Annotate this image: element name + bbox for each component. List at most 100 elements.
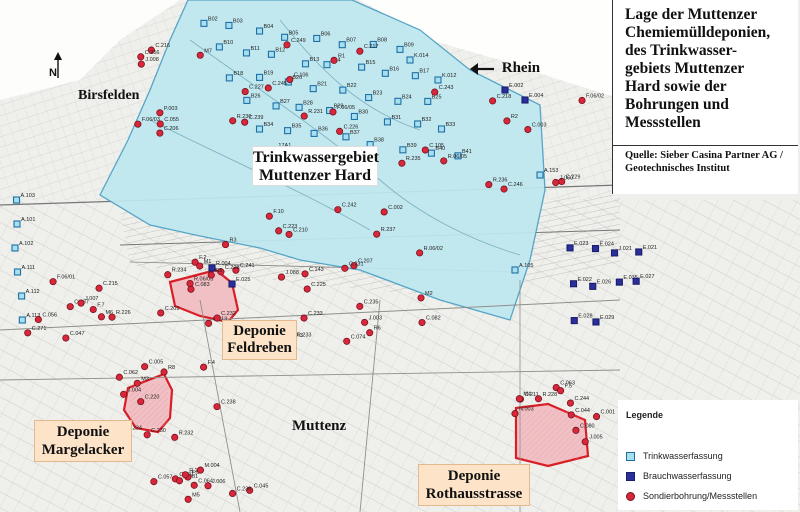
- drinking-water-well: [427, 149, 435, 157]
- measure-point: [300, 112, 308, 120]
- station-label: E.022: [578, 277, 592, 283]
- station-label: C.045: [254, 483, 269, 489]
- industrial-water-well: [589, 282, 597, 290]
- north-label: N: [49, 67, 57, 79]
- measure-point: [489, 97, 497, 105]
- station-label: R.004: [216, 261, 231, 267]
- station-label: B29: [334, 104, 344, 110]
- measure-point: [175, 477, 184, 485]
- measure-point: [156, 120, 164, 128]
- cyan-square-icon: [626, 451, 635, 461]
- measure-point: [191, 258, 199, 266]
- station-label: C.055: [164, 117, 179, 123]
- marker-layer: B02B03B04B05B06B07B08B09B10B11B12B13B14B…: [11, 16, 657, 503]
- deponie-rothausstrasse-hatch: [520, 410, 584, 460]
- station-label: C.056: [42, 312, 57, 318]
- rhein-label: Rhein: [470, 60, 540, 77]
- measure-point: [380, 208, 388, 216]
- station-label: E.025: [236, 277, 250, 283]
- measure-point: [147, 46, 155, 54]
- measure-point: [77, 299, 85, 307]
- station-label: E.035: [623, 275, 637, 281]
- station-label: F.06/03: [142, 117, 160, 123]
- station-label: C.235: [364, 299, 379, 305]
- drinking-water-well: [454, 152, 462, 160]
- measure-point: [186, 279, 194, 288]
- station-label: C.105: [429, 143, 444, 149]
- measure-point: [97, 313, 105, 321]
- measure-point: [164, 271, 172, 279]
- measure-point: [286, 75, 294, 84]
- source-line: Quelle: Sieber Casina Partner AG /: [625, 150, 783, 161]
- measure-point: [133, 379, 141, 387]
- title-line: gebiets Muttenzer: [625, 60, 745, 77]
- title-line: Hard sowie der: [625, 78, 727, 95]
- drinking-water-well: [295, 103, 303, 111]
- station-label: C.246: [508, 182, 523, 188]
- station-label: E.028: [578, 314, 592, 320]
- station-label: E.026: [597, 279, 611, 285]
- station-label: B04: [264, 24, 274, 30]
- measure-point: [171, 433, 179, 441]
- drinking-water-well: [255, 27, 264, 35]
- measure-point: [229, 117, 237, 125]
- measure-point: [373, 230, 381, 238]
- measure-point: [300, 314, 308, 322]
- measure-point: [187, 285, 195, 293]
- station-label: C.074: [351, 334, 366, 340]
- drinking-water-well: [255, 125, 264, 133]
- station-label: R.235: [406, 156, 421, 162]
- measure-point: [440, 157, 448, 165]
- drinking-water-well: [381, 69, 389, 77]
- measure-point: [196, 51, 204, 59]
- drinking-water-well: [383, 118, 391, 126]
- station-label: A.111: [22, 265, 36, 271]
- station-label: B26: [251, 93, 261, 99]
- station-label: B05: [289, 30, 299, 36]
- industrial-water-well: [569, 280, 578, 288]
- station-label: M5: [192, 492, 200, 498]
- legend-label: Trinkwasserfassung: [643, 451, 723, 461]
- measure-point: [511, 410, 519, 418]
- station-label: R6: [374, 326, 381, 332]
- measure-point: [160, 368, 168, 376]
- legend-item-brauchwasser: Brauchwasserfassung: [626, 470, 732, 482]
- measure-point: [303, 285, 311, 293]
- station-label: B03: [233, 18, 243, 24]
- station-label: P.003: [164, 106, 178, 112]
- station-label: R1: [338, 53, 345, 59]
- station-label: M7: [204, 48, 212, 54]
- station-label: C.239: [249, 115, 264, 121]
- station-label: J.060: [560, 175, 573, 181]
- station-label: C.256: [145, 50, 160, 56]
- drinking-water-well: [536, 171, 544, 179]
- measure-point: [204, 482, 212, 490]
- station-label: F.06/02: [586, 93, 604, 99]
- industrial-water-well: [591, 244, 600, 253]
- station-label: N.003: [519, 407, 534, 413]
- station-label: F.7: [97, 303, 104, 309]
- measure-point: [416, 249, 424, 257]
- station-label: R.233: [297, 333, 312, 339]
- drinking-water-well: [511, 266, 519, 274]
- station-label: B24: [402, 94, 412, 100]
- drinking-water-well: [281, 33, 289, 41]
- station-label: B31: [391, 115, 401, 121]
- measure-point: [241, 88, 249, 96]
- drinking-water-well: [242, 49, 251, 57]
- station-label: B10: [223, 40, 233, 46]
- station-label: B33: [446, 122, 456, 128]
- drinking-water-well: [338, 41, 346, 49]
- industrial-water-well: [592, 318, 600, 326]
- station-label: R5: [215, 268, 222, 274]
- station-label: C.232: [221, 311, 236, 317]
- measure-point: [221, 241, 230, 249]
- drinking-water-well: [11, 244, 19, 252]
- measure-point: [552, 178, 560, 187]
- station-label: E.023: [574, 241, 588, 247]
- drinking-water-well: [256, 73, 264, 81]
- measure-point: [515, 395, 523, 403]
- station-label: A.113: [26, 313, 40, 319]
- station-label: B28: [303, 100, 313, 106]
- measure-point: [213, 314, 221, 322]
